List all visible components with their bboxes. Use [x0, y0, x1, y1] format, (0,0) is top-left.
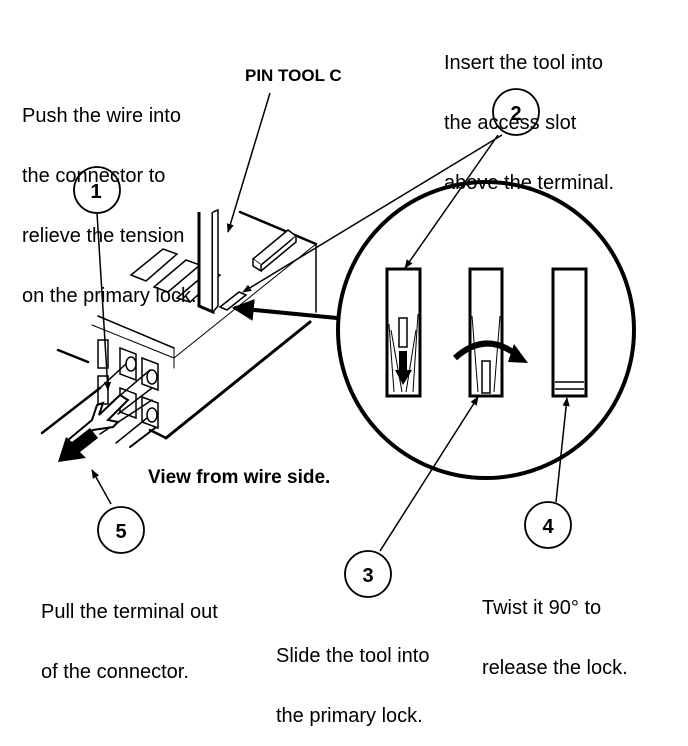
callout-number-3: 3: [362, 565, 373, 587]
callout-number-5: 5: [115, 521, 126, 543]
callout-1: [73, 166, 121, 214]
callout-numbers: 1 2 3 4 5: [90, 103, 554, 587]
step-1-line: Push the wire into: [22, 105, 181, 127]
pin-tool-label: PIN TOOL C: [245, 66, 342, 85]
callout-5: [97, 506, 145, 554]
step-3-line: the primary lock.: [276, 705, 423, 727]
callout-number-4: 4: [542, 516, 554, 538]
step-2-line: above the terminal.: [444, 172, 615, 194]
pull-arrow: [58, 428, 98, 462]
detail-panel-twist: [452, 267, 528, 398]
pin-tool: [197, 208, 219, 315]
step-1-line: relieve the tension: [22, 225, 185, 247]
step-5-line: of the connector.: [41, 661, 189, 683]
callout-2: [492, 88, 540, 136]
leader-lines: [91, 92, 570, 552]
detail-panel-released: [551, 267, 588, 398]
step-2-line: Insert the tool into: [444, 52, 603, 74]
detail-view-circle: [336, 180, 636, 480]
callout-circles: [73, 88, 572, 598]
step-1-line: on the primary lock.: [22, 285, 197, 307]
step-1-line: the connector to: [22, 165, 166, 187]
callout-number-2: 2: [510, 103, 521, 125]
step-4-line: release the lock.: [482, 657, 628, 679]
detail-pointer-arrow: [231, 298, 338, 321]
step-5-instruction: Pull the terminal out of the connector.: [41, 562, 218, 702]
step-3-instruction: Slide the tool into the primary lock.: [276, 606, 429, 746]
detail-panel-insert: [385, 267, 422, 398]
callout-4: [524, 501, 572, 549]
step-1-instruction: Push the wire into the connector to reli…: [22, 66, 197, 326]
step-5-line: Pull the terminal out: [41, 601, 218, 623]
step-4-instruction: Twist it 90° to release the lock.: [482, 558, 628, 698]
latch: [251, 229, 298, 273]
step-3-line: Slide the tool into: [276, 645, 430, 667]
connector-diagram: 1 2 3 4 5: [40, 88, 636, 598]
callout-number-1: 1: [90, 181, 101, 203]
step-4-line: Twist it 90° to: [482, 597, 602, 619]
callout-3: [344, 550, 392, 598]
view-note: View from wire side.: [148, 467, 331, 488]
step-2-instruction: Insert the tool into the access slot abo…: [444, 13, 614, 213]
step-2-line: the access slot: [444, 112, 577, 134]
